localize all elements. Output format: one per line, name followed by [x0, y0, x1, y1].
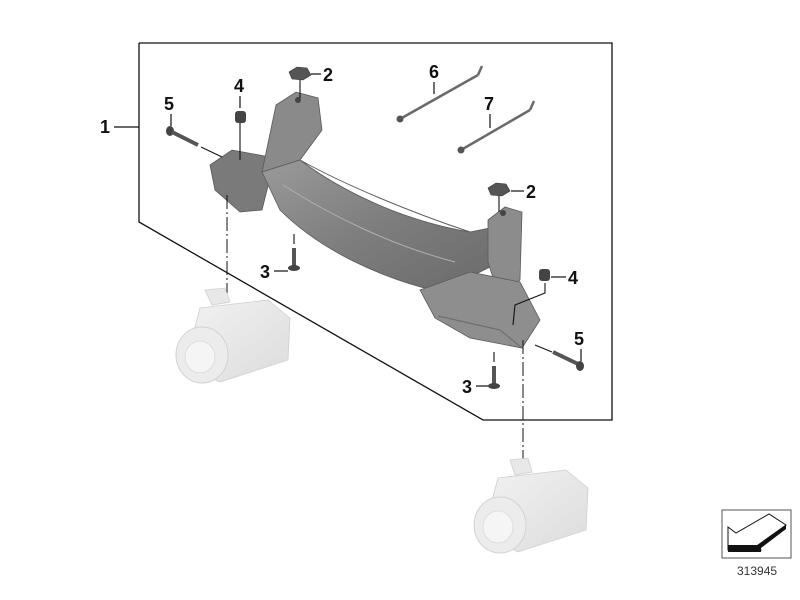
callout-5[interactable]: 5 — [164, 94, 174, 126]
svg-text:4: 4 — [568, 268, 578, 288]
callout-4[interactable]: 4 — [551, 268, 578, 288]
svg-text:7: 7 — [484, 94, 494, 114]
callout-2[interactable]: 2 — [511, 182, 536, 202]
diagram-number: 313945 — [737, 564, 777, 578]
cable-tie-part[interactable] — [457, 100, 536, 154]
svg-text:3: 3 — [462, 377, 472, 397]
svg-text:5: 5 — [574, 329, 584, 349]
bolt-part[interactable] — [534, 344, 584, 371]
fog-lamp-reference — [473, 457, 589, 554]
svg-text:6: 6 — [429, 62, 439, 82]
callout-2[interactable]: 2 — [311, 65, 333, 85]
cap-nut-part[interactable] — [288, 66, 312, 98]
callout-4[interactable]: 4 — [234, 76, 244, 108]
callout-3[interactable]: 3 — [260, 262, 288, 282]
alignment-line — [226, 195, 524, 465]
callout-6[interactable]: 6 — [429, 62, 439, 94]
callout-7[interactable]: 7 — [484, 94, 494, 128]
callout-5[interactable]: 5 — [574, 329, 584, 361]
bracket-part[interactable] — [209, 91, 541, 349]
bolt-part[interactable] — [166, 126, 223, 158]
orientation-arrow-icon — [721, 509, 792, 559]
svg-text:3: 3 — [260, 262, 270, 282]
svg-text:2: 2 — [526, 182, 536, 202]
screw-part[interactable] — [488, 352, 500, 389]
screw-part[interactable] — [288, 234, 300, 271]
cap-nut-part[interactable] — [487, 182, 511, 212]
svg-text:4: 4 — [234, 76, 244, 96]
callout-3[interactable]: 3 — [462, 377, 488, 397]
svg-text:1: 1 — [100, 117, 110, 137]
assembly-frame — [138, 42, 613, 421]
callout-1[interactable]: 1 — [100, 117, 139, 137]
nut-part[interactable] — [235, 111, 246, 160]
fog-lamp-reference — [175, 287, 291, 384]
svg-text:5: 5 — [164, 94, 174, 114]
nut-part[interactable] — [512, 269, 550, 326]
svg-text:2: 2 — [323, 65, 333, 85]
cable-tie-part[interactable] — [396, 65, 484, 123]
